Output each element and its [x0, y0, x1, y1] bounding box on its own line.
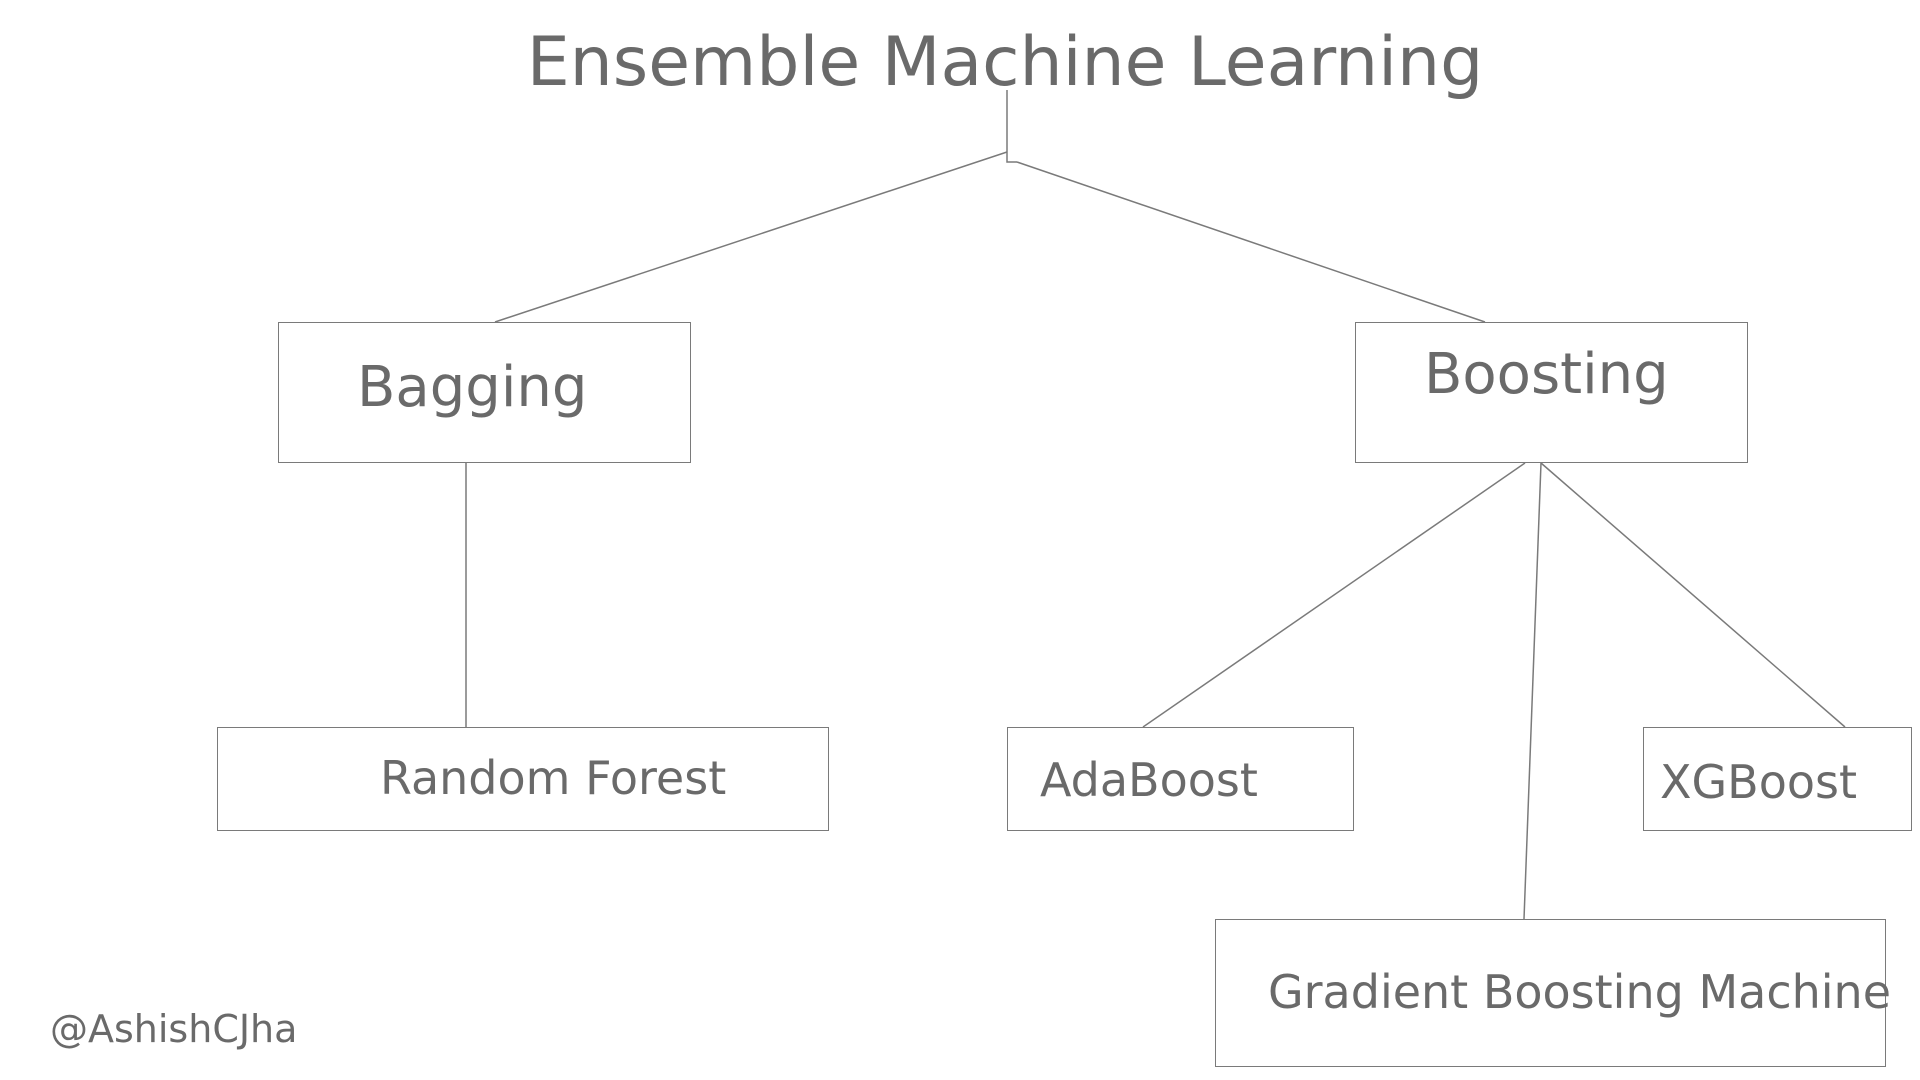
diagram-title: Ensemble Machine Learning [526, 23, 1484, 102]
edge-root-stem [1006, 90, 1017, 163]
author-watermark: @AshishCJha [50, 1007, 298, 1051]
node-random-forest-label: Random Forest [380, 751, 727, 805]
node-boosting: Boosting [1355, 322, 1748, 463]
node-bagging: Bagging [278, 322, 691, 463]
node-xgboost: XGBoost [1643, 727, 1912, 831]
node-random-forest: Random Forest [217, 727, 829, 831]
node-xgboost-label: XGBoost [1660, 755, 1858, 809]
node-adaboost-label: AdaBoost [1040, 753, 1258, 807]
node-bagging-label: Bagging [357, 355, 588, 420]
edge-root-bagging [494, 151, 1008, 323]
node-gradient-boosting-machine-label: Gradient Boosting Machine [1268, 965, 1891, 1019]
node-boosting-label: Boosting [1424, 342, 1669, 407]
edge-root-boosting [1016, 161, 1486, 323]
node-gradient-boosting-machine: Gradient Boosting Machine [1215, 919, 1891, 1067]
node-adaboost: AdaBoost [1007, 727, 1354, 831]
edge-boosting-xgboost [1540, 462, 1846, 728]
edge-boosting-gbm [1523, 462, 1542, 920]
edge-boosting-adaboost [1142, 462, 1526, 728]
